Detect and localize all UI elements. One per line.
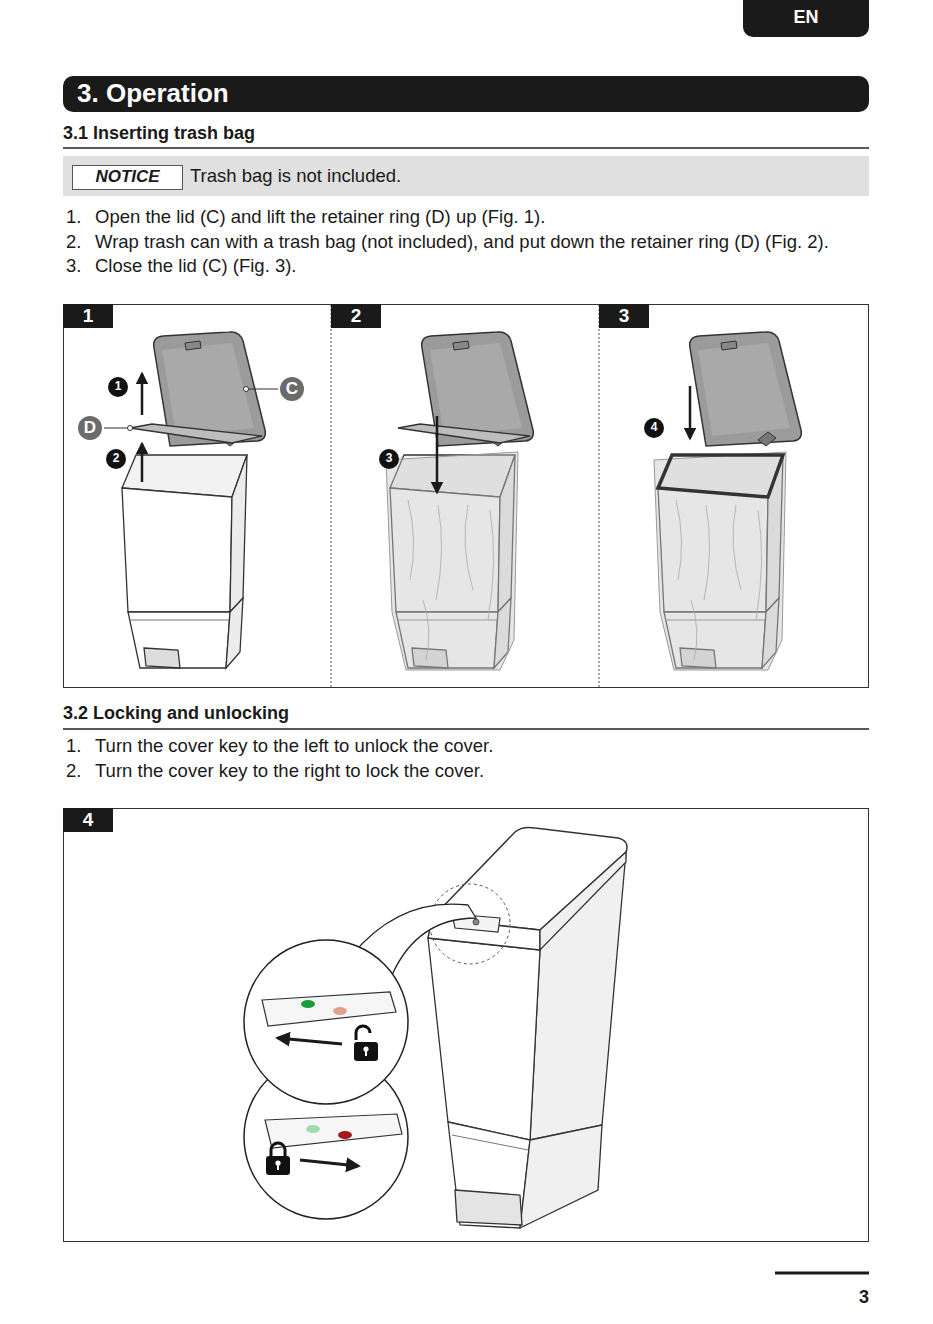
figure-number: 3: [599, 304, 649, 328]
section-heading: 3.2 Locking and unlocking: [63, 703, 289, 725]
drawing-part: [271, 1143, 285, 1157]
step-text: Turn the cover key to the left to unlock…: [95, 735, 493, 757]
lift-arrow: [141, 444, 144, 482]
figure-number: 4: [63, 808, 113, 832]
key-plate: [265, 1114, 402, 1148]
step-number: 2.: [66, 760, 81, 782]
notice-label: NOTICE: [72, 165, 183, 190]
step-text: Open the lid (C) and lift the retainer r…: [95, 206, 545, 228]
leader-dot: [128, 426, 133, 431]
section-rule: [63, 728, 869, 730]
indicator-dot: [333, 1007, 347, 1015]
node-text: EN: [793, 8, 818, 28]
step-text: Close the lid (C) (Fig. 3).: [95, 255, 297, 277]
callout-number: 1: [108, 377, 128, 397]
drawing-part: [540, 852, 626, 950]
key-plate: [262, 992, 396, 1026]
trash-can: [122, 332, 265, 668]
figure-number: 1: [63, 304, 113, 328]
step-number: 1.: [66, 735, 81, 757]
unlock-icon: [354, 1026, 378, 1061]
node-text: 2: [351, 306, 362, 327]
figure-frame: [64, 809, 869, 1242]
callout-letter: D: [78, 416, 102, 440]
figure-number: 2: [331, 304, 381, 328]
trash-can: [428, 828, 627, 1229]
node-text: Trash bag is not included.: [190, 166, 401, 186]
retainer-ring: [658, 455, 783, 497]
node-text: 2: [113, 452, 120, 465]
node-text: 3: [619, 306, 630, 327]
page-title: 3. Operation: [77, 78, 229, 109]
node-text: 3: [386, 452, 393, 465]
figure-divider: [599, 305, 600, 688]
drawing-part: [365, 1050, 367, 1056]
node-text: 4: [651, 421, 658, 434]
footer-rule: [775, 1272, 869, 1275]
trash-bag: [386, 452, 518, 670]
section-rule: [63, 147, 869, 149]
indicator-dot: [301, 1000, 315, 1008]
callout-number: 2: [106, 449, 126, 469]
callout-letter: C: [280, 377, 304, 401]
leader-dot: [244, 387, 249, 392]
drawing-part: [428, 938, 540, 1140]
drawing-part: [452, 1135, 528, 1150]
notice-band: Trash bag is not included. NOTICE: [63, 156, 869, 196]
node-text: D: [84, 419, 96, 438]
node-text: C: [286, 380, 298, 399]
push-arrow: [436, 416, 439, 492]
leader-line: [248, 389, 278, 390]
drawing-part: [266, 1156, 290, 1175]
retainer-ring: [130, 424, 262, 443]
drawing-part: [448, 1122, 530, 1228]
step-number: 2.: [66, 231, 81, 253]
turn-arrow: [278, 1038, 342, 1044]
callout-number: 4: [644, 418, 664, 438]
language-tab: EN: [743, 0, 869, 37]
drawing-part: [277, 1164, 279, 1170]
drawing-part: [520, 1125, 602, 1228]
drawing-part: [356, 1026, 370, 1040]
figure-frame: [64, 305, 869, 688]
detail-circle: [244, 940, 408, 1104]
turn-arrow: [300, 1160, 358, 1166]
step-number: 1.: [66, 206, 81, 228]
step-text: Wrap trash can with a trash bag (not inc…: [95, 231, 829, 253]
title-band: 3. Operation: [63, 76, 869, 112]
section-heading: 3.1 Inserting trash bag: [63, 123, 255, 145]
leader-line: [104, 428, 127, 429]
figure-divider: [331, 305, 332, 688]
callout-number: 3: [379, 449, 399, 469]
node-text: 1: [83, 306, 94, 327]
drawing-part: [455, 1190, 522, 1225]
figure-2: [386, 332, 533, 670]
lift-arrow: [141, 374, 144, 415]
indicator-dot: [338, 1131, 352, 1139]
drawing-part: [354, 1042, 378, 1061]
page-number: 3: [859, 1287, 869, 1309]
node-text: 1: [115, 380, 122, 393]
lock-icon: [266, 1143, 290, 1175]
step-number: 3.: [66, 255, 81, 277]
drawing-part: [473, 919, 479, 925]
trash-bag: [654, 452, 786, 670]
figure-3: [654, 332, 801, 670]
node-text: NOTICE: [95, 168, 159, 187]
step-text: Turn the cover key to the right to lock …: [95, 760, 484, 782]
retainer-ring: [398, 424, 530, 443]
close-arrow: [689, 386, 692, 438]
indicator-dot: [306, 1125, 320, 1133]
node-text: 4: [83, 810, 94, 831]
